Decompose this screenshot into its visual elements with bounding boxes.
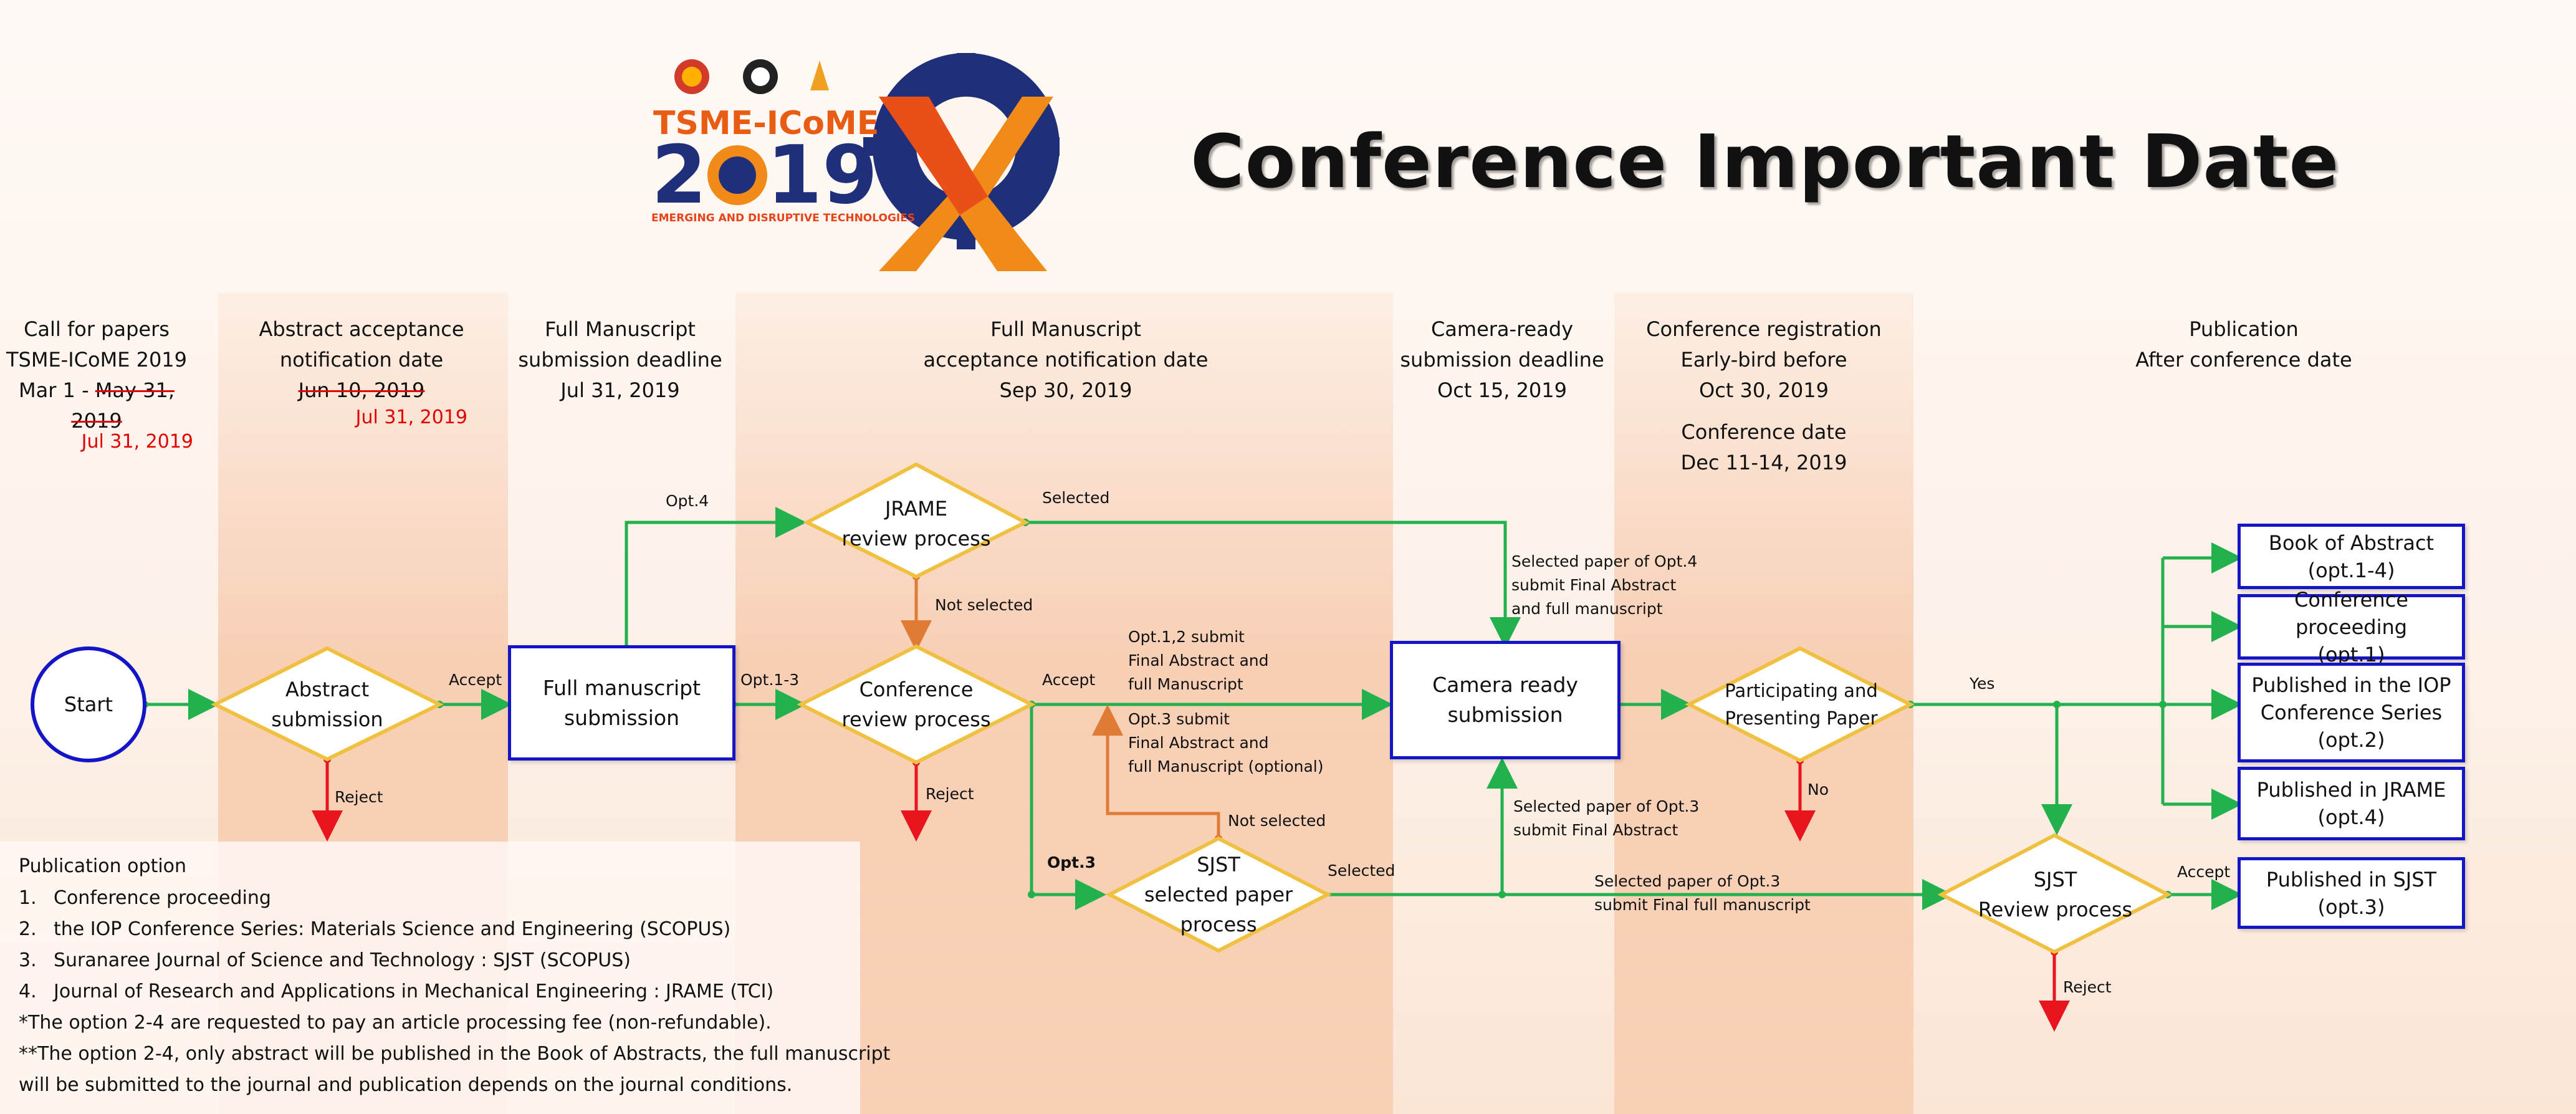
page-title: Conference Important Date xyxy=(1190,118,2340,204)
logo-year-left: 2 xyxy=(651,129,707,222)
legend-num: 4. xyxy=(19,981,37,1002)
torch-seal-icon xyxy=(810,60,829,90)
conference-logo: TSME-ICoME 2 19 EMERGING AND DISRUPTIVE … xyxy=(648,44,1060,277)
header-full-manuscript-acceptance: Full Manuscript acceptance notification … xyxy=(923,317,1209,402)
logo-name: TSME-ICoME xyxy=(653,105,879,142)
new-date: Jul 31, 2019 xyxy=(81,431,193,453)
label-not-selected: Not selected xyxy=(1228,812,1326,830)
header-registration: Conference registration Early-bird befor… xyxy=(1646,317,1882,474)
header-full-manuscript: Full Manuscript submission deadline Jul … xyxy=(518,317,722,402)
label-accept: Accept xyxy=(1042,671,1096,689)
legend-item: Conference proceeding xyxy=(54,887,271,909)
jrame-publication-box: Published in JRAME(opt.4) xyxy=(2238,767,2465,840)
conference-review-diamond xyxy=(797,644,1036,765)
label-selected: Selected xyxy=(1042,489,1110,507)
legend-num: 3. xyxy=(19,949,37,971)
legend-item: the IOP Conference Series: Materials Sci… xyxy=(54,918,731,940)
legend-note: *The option 2-4 are requested to pay an … xyxy=(19,1012,772,1034)
new-date: Jul 31, 2019 xyxy=(355,406,467,428)
legend-note: will be submitted to the journal and pub… xyxy=(19,1074,793,1096)
legend-num: 2. xyxy=(19,918,37,940)
label-opt4: Opt.4 xyxy=(666,492,709,510)
label-yes: Yes xyxy=(1970,675,1995,693)
label-selected: Selected xyxy=(1328,862,1396,880)
old-date: Jun 10, 2019 xyxy=(298,378,425,402)
conference-proceeding-box: Conference proceeding(opt.1) xyxy=(2238,588,2465,666)
sjst-publication-box: Published in SJST(opt.3) xyxy=(2238,857,2465,929)
label-opt1-3: Opt.1-3 xyxy=(740,671,800,689)
label-reject: Reject xyxy=(335,788,383,806)
header-abstract-acceptance: Abstract acceptance notification date Ju… xyxy=(256,314,467,433)
sjst-review-diamond xyxy=(1937,833,2172,954)
logo-tagline: EMERGING AND DISRUPTIVE TECHNOLOGIES xyxy=(651,212,915,224)
start-circle xyxy=(31,646,146,762)
jrame-review-diamond xyxy=(803,462,1030,579)
label-opt3: Opt.3 xyxy=(1047,853,1096,872)
old-date: May 31, 2019 xyxy=(71,378,175,433)
legend-item: Journal of Research and Applications in … xyxy=(54,981,774,1002)
book-of-abstract-box: Book of Abstract(opt.1-4) xyxy=(2238,524,2465,589)
label-accept: Accept xyxy=(449,671,502,689)
header-publication: Publication After conference date xyxy=(2135,317,2352,372)
participating-diamond xyxy=(1685,646,1915,763)
legend-heading: Publication option xyxy=(19,855,187,877)
header-call-for-papers: Call for papers TSME-ICoME 2019 Mar 1 - … xyxy=(0,314,193,457)
header-camera-ready: Camera-ready submission deadline Oct 15,… xyxy=(1400,317,1604,402)
sjst-selected-diamond xyxy=(1105,836,1332,953)
abstract-submission-diamond xyxy=(211,646,444,762)
legend-num: 1. xyxy=(19,887,37,909)
label-no: No xyxy=(1808,780,1829,799)
label-accept: Accept xyxy=(2177,863,2231,881)
legend-note: **The option 2-4, only abstract will be … xyxy=(19,1043,891,1065)
label-not-selected: Not selected xyxy=(935,596,1033,614)
label-reject: Reject xyxy=(2063,978,2112,996)
logo-year-right: 19 xyxy=(767,129,878,222)
publication-options-legend: Publication option 1. Conference proceed… xyxy=(0,842,890,1114)
legend-item: Suranaree Journal of Science and Technol… xyxy=(54,949,631,971)
label-reject: Reject xyxy=(926,785,974,803)
